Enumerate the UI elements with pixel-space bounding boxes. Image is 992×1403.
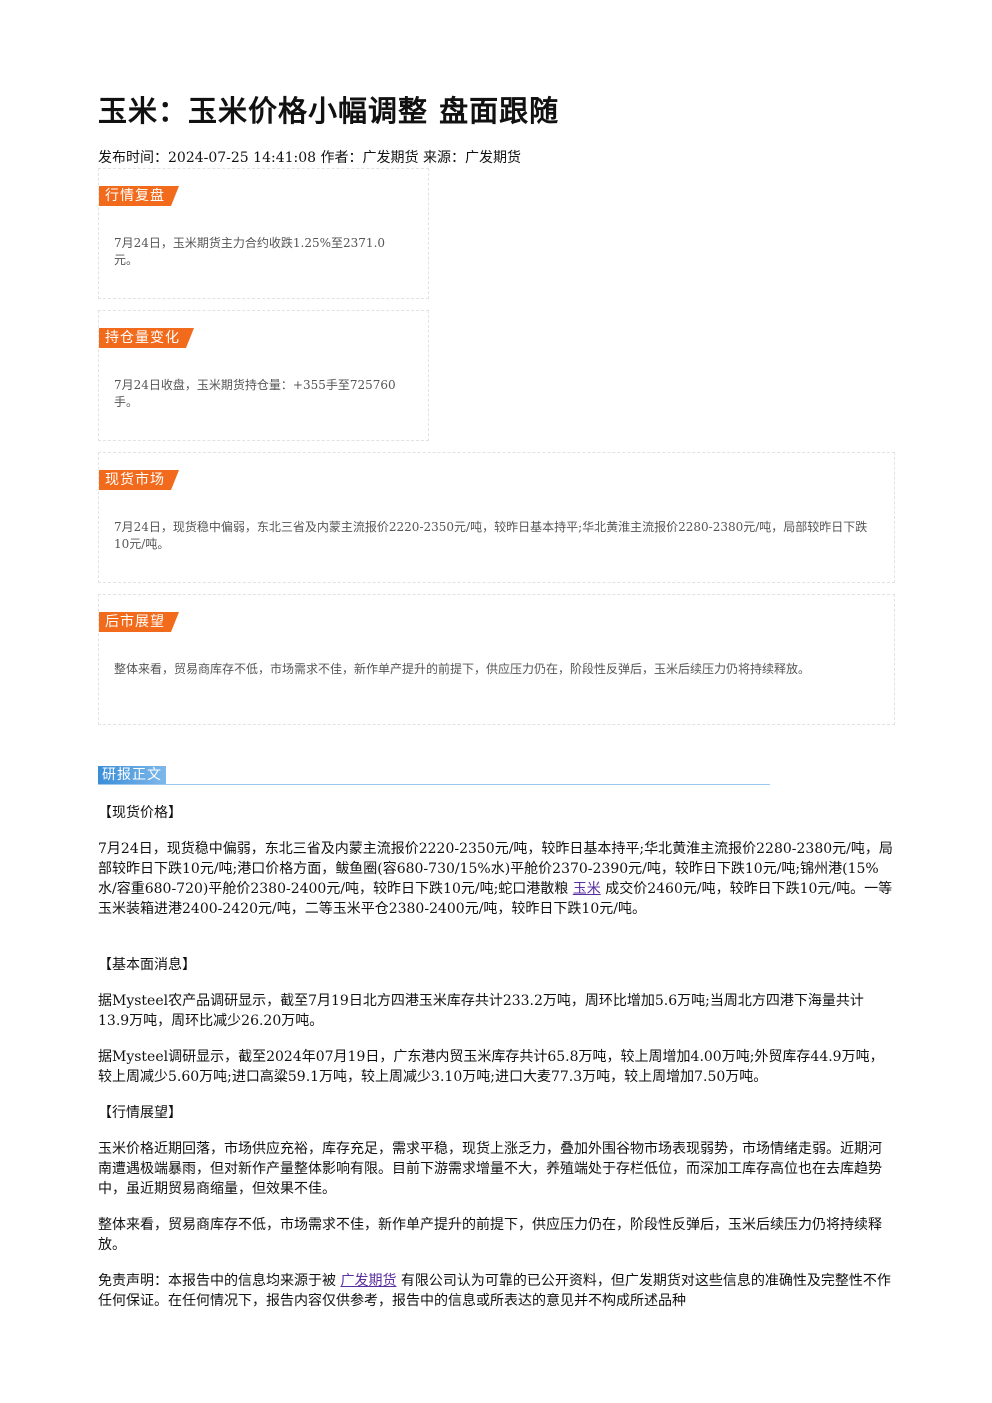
link-corn[interactable]: 玉米 [572, 881, 601, 897]
section-divider [98, 784, 770, 785]
paragraph-fundamentals-2: 据Mysteel调研显示，截至2024年07月19日，广东港内贸玉米库存共计65… [98, 1049, 884, 1085]
report-section-header: 研报正文 [98, 766, 770, 786]
card-tag: 现货市场 [99, 470, 179, 490]
card-text: 7月24日，现货稳中偏弱，东北三省及内蒙主流报价2220-2350元/吨，较昨日… [114, 520, 868, 551]
card-tag: 行情复盘 [99, 186, 179, 206]
report-section-label: 研报正文 [98, 766, 166, 785]
publish-meta: 发布时间：2024-07-25 14:41:08 作者：广发期货 来源：广发期货 [98, 150, 521, 166]
paragraph-fundamentals-1: 据Mysteel农产品调研显示，截至7月19日北方四港玉米库存共计233.2万吨… [98, 993, 864, 1029]
paragraph-disclaimer: 免责声明：本报告中的信息均来源于被 广发期货 有限公司认为可靠的已公开资料，但广… [98, 1273, 891, 1309]
link-gf-futures[interactable]: 广发期货 [340, 1273, 397, 1289]
summary-card-spot: 现货市场 7月24日，现货稳中偏弱，东北三省及内蒙主流报价2220-2350元/… [98, 452, 895, 583]
heading-spot-price: 【现货价格】 [98, 805, 182, 821]
summary-card-review: 行情复盘 7月24日，玉米期货主力合约收跌1.25%至2371.0元。 [98, 168, 429, 299]
paragraph-outlook-1: 玉米价格近期回落，市场供应充裕，库存充足，需求平稳，现货上涨乏力，叠加外围谷物市… [98, 1141, 882, 1197]
paragraph-spot-price: 7月24日，现货稳中偏弱，东北三省及内蒙主流报价2220-2350元/吨，较昨日… [98, 841, 893, 917]
heading-fundamentals: 【基本面消息】 [98, 957, 196, 973]
heading-outlook: 【行情展望】 [98, 1105, 182, 1121]
summary-card-outlook: 后市展望 整体来看，贸易商库存不低，市场需求不佳，新作单产提升的前提下，供应压力… [98, 594, 895, 725]
paragraph-outlook-2: 整体来看，贸易商库存不低，市场需求不佳，新作单产提升的前提下，供应压力仍在，阶段… [98, 1217, 882, 1253]
page-title: 玉米：玉米价格小幅调整 盘面跟随 [98, 94, 560, 128]
card-text: 7月24日，玉米期货主力合约收跌1.25%至2371.0元。 [114, 236, 386, 267]
card-tag: 后市展望 [99, 612, 179, 632]
card-text: 整体来看，贸易商库存不低，市场需求不佳，新作单产提升的前提下，供应压力仍在，阶段… [114, 662, 811, 676]
card-tag: 持仓量变化 [99, 328, 194, 348]
summary-card-position: 持仓量变化 7月24日收盘，玉米期货持仓量：+355手至725760手。 [98, 310, 429, 441]
card-text: 7月24日收盘，玉米期货持仓量：+355手至725760手。 [114, 378, 396, 409]
